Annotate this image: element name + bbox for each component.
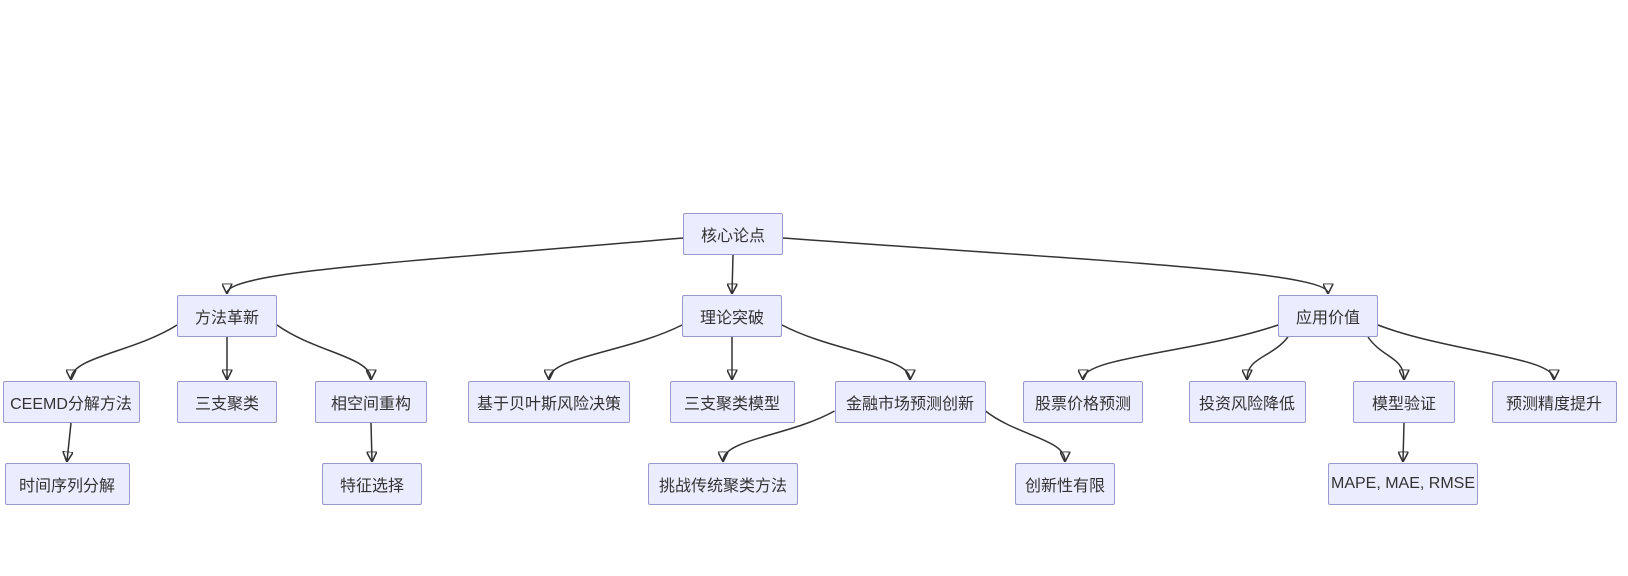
edge-application-to-validation	[1367, 336, 1404, 379]
node-precision: 预测精度提升	[1491, 381, 1617, 423]
edge-root-to-theory	[732, 254, 733, 293]
node-limited: 创新性有限	[1015, 463, 1115, 505]
node-metrics: MAPE, MAE, RMSE	[1328, 463, 1478, 505]
edge-theory-to-finance	[781, 324, 910, 379]
node-feature: 特征选择	[322, 463, 422, 505]
node-theory: 理论突破	[682, 295, 782, 337]
edge-phase-space-to-feature	[371, 422, 372, 461]
node-three-way-model: 三支聚类模型	[669, 381, 795, 423]
node-stock: 股票价格预测	[1023, 381, 1143, 423]
node-finance: 金融市场预测创新	[834, 381, 986, 423]
edge-application-to-stock	[1083, 324, 1279, 379]
node-validation: 模型验证	[1353, 381, 1455, 423]
edge-application-to-risk	[1247, 336, 1289, 379]
node-root: 核心论点	[683, 213, 783, 255]
edge-application-to-precision	[1377, 324, 1554, 379]
edge-ceemd-to-ts-decomp	[67, 422, 71, 461]
node-phase-space: 相空间重构	[315, 381, 427, 423]
edge-root-to-application	[782, 237, 1328, 293]
edge-root-to-method	[227, 237, 684, 293]
edge-method-to-phase-space	[276, 324, 371, 379]
node-challenge: 挑战传统聚类方法	[648, 463, 798, 505]
node-three-way: 三支聚类	[177, 381, 277, 423]
node-bayes: 基于贝叶斯风险决策	[468, 381, 630, 423]
node-risk: 投资风险降低	[1188, 381, 1306, 423]
edge-validation-to-metrics	[1403, 422, 1404, 461]
edge-finance-to-limited	[985, 410, 1066, 461]
edge-finance-to-challenge	[723, 410, 835, 461]
node-ceemd: CEEMD分解方法	[2, 381, 140, 423]
node-ts-decomp: 时间序列分解	[4, 463, 130, 505]
node-application: 应用价值	[1278, 295, 1378, 337]
node-method: 方法革新	[177, 295, 277, 337]
edge-method-to-ceemd	[71, 324, 178, 379]
edge-theory-to-bayes	[549, 324, 683, 379]
